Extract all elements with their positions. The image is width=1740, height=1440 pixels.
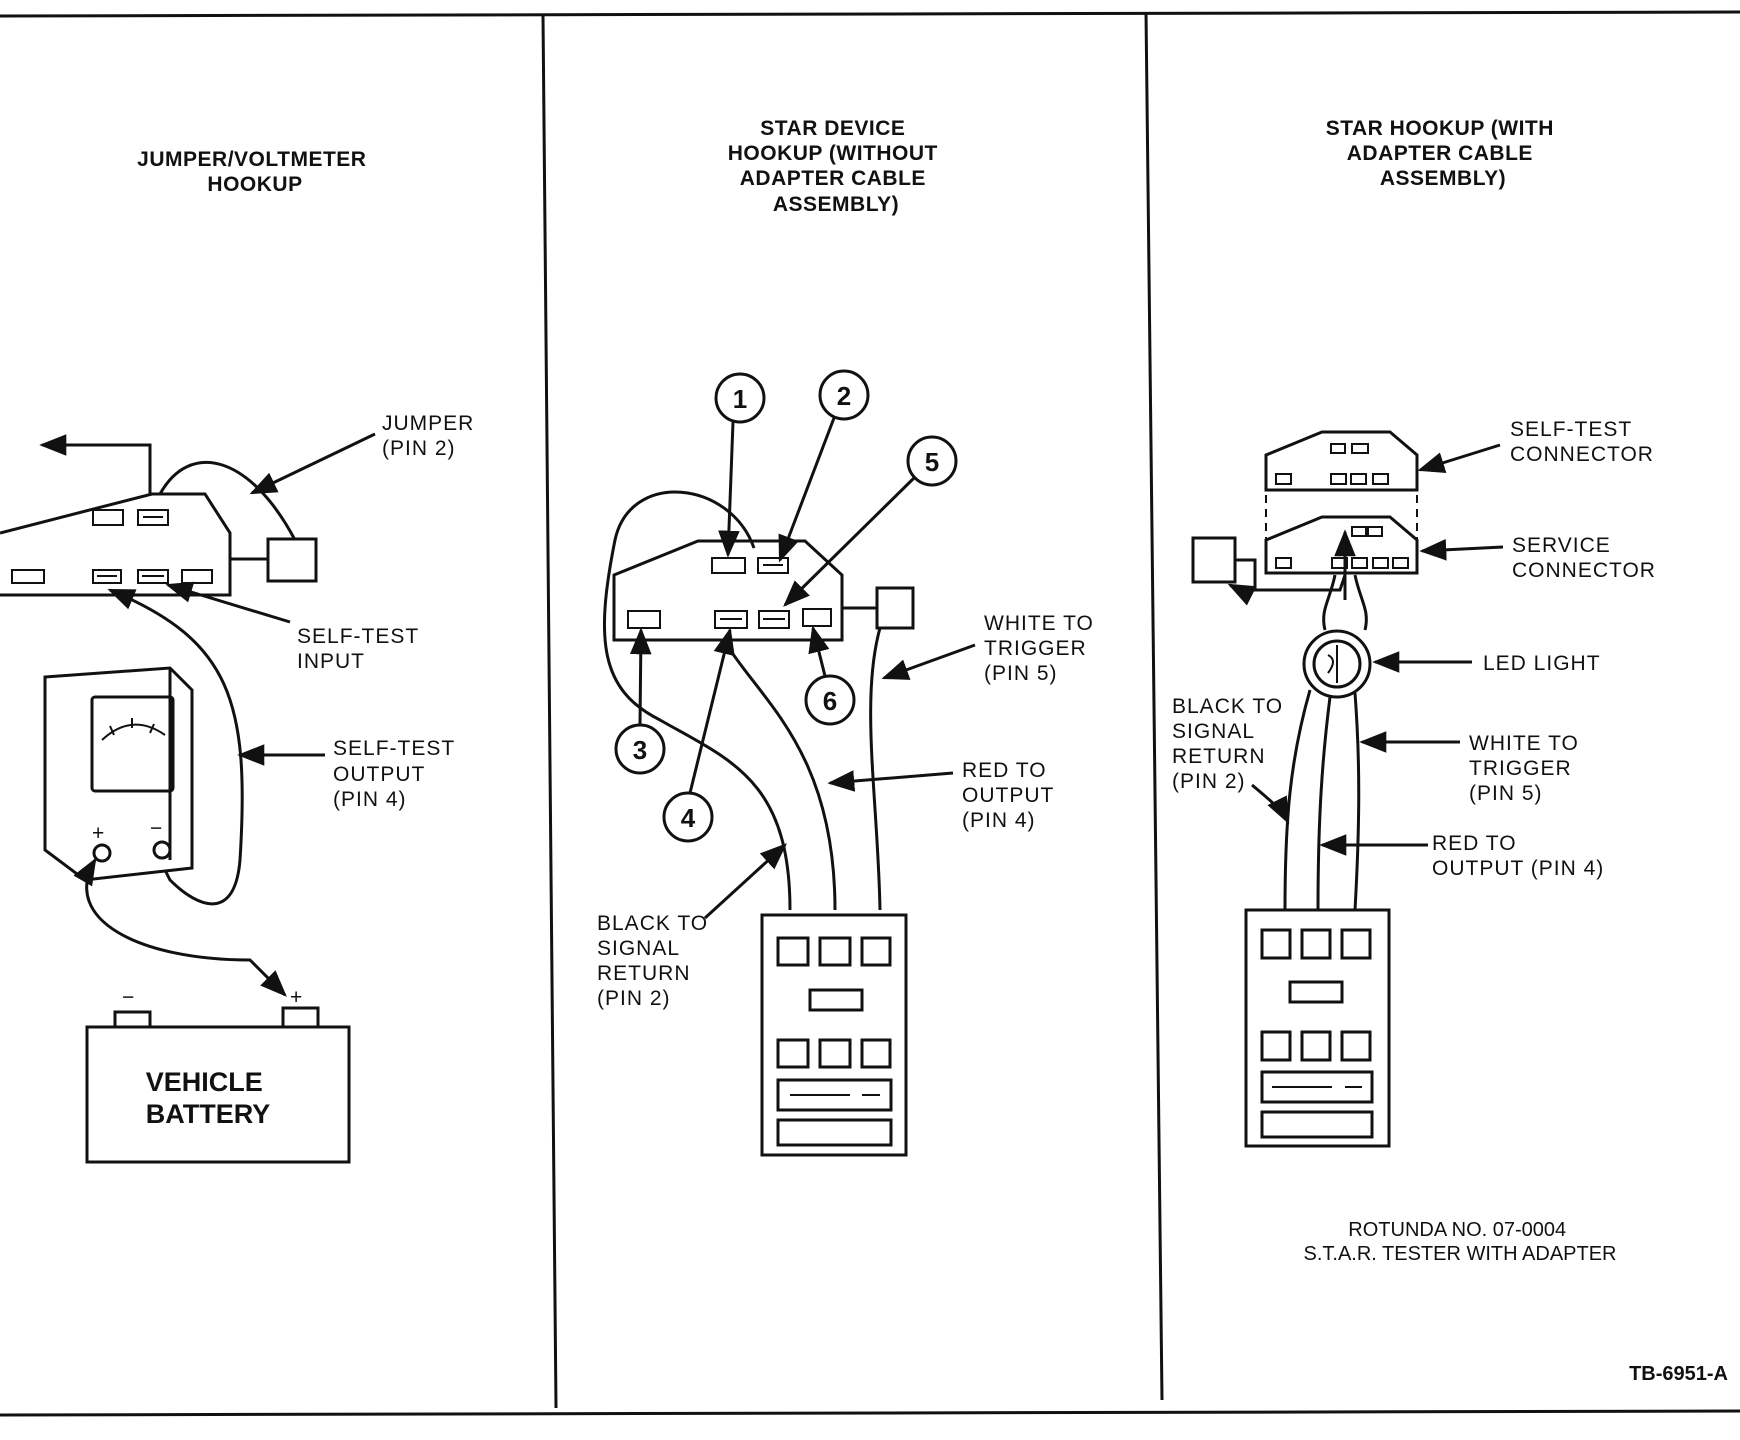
led-light: [1302, 629, 1372, 699]
jumper-box: [266, 537, 318, 583]
callout-3: 3: [614, 627, 666, 775]
right-white-trigger-label: WHITE TO TRIGGER (PIN 5): [1469, 732, 1586, 805]
callout-5: 5: [783, 435, 958, 607]
led-light-label: LED LIGHT: [1483, 652, 1601, 675]
star-connector: [612, 539, 844, 642]
svg-text:5: 5: [925, 447, 939, 477]
battery-plus: +: [290, 986, 303, 1009]
left-panel-title: JUMPER/VOLTMETER HOOKUP: [137, 148, 373, 196]
right-star-tester: [1244, 908, 1391, 1148]
self-test-connector-label: SELF-TEST CONNECTOR: [1510, 418, 1654, 466]
vehicle-battery: − + VEHICLE BATTERY: [85, 986, 351, 1164]
voltmeter-plus: +: [92, 822, 105, 845]
self-test-output-label: SELF-TEST OUTPUT (PIN 4): [333, 737, 462, 811]
left-panel: JUMPER/VOLTMETER HOOKUP JUMPER (PIN 2) S…: [0, 148, 481, 1164]
middle-panel-title: STAR DEVICE HOOKUP (WITHOUT ADAPTER CABL…: [728, 117, 944, 216]
right-panel-title: STAR HOOKUP (WITH ADAPTER CABLE ASSEMBLY…: [1326, 117, 1561, 190]
callout-1: 1: [714, 372, 766, 558]
svg-text:6: 6: [823, 686, 837, 716]
svg-text:1: 1: [733, 384, 747, 414]
battery-label: VEHICLE BATTERY: [146, 1067, 271, 1129]
figure-id: TB-6951-A: [1629, 1363, 1728, 1385]
right-panel: STAR HOOKUP (WITH ADAPTER CABLE ASSEMBLY…: [1172, 117, 1656, 1265]
self-test-input-label: SELF-TEST INPUT: [297, 625, 426, 673]
svg-text:2: 2: [837, 381, 851, 411]
right-service-connector: [1264, 515, 1419, 575]
svg-text:3: 3: [633, 735, 647, 765]
voltmeter: + −: [43, 666, 194, 882]
callout-6: 6: [804, 625, 856, 726]
red-output-label: RED TO OUTPUT (PIN 4): [962, 759, 1061, 832]
right-self-test-connector: [1264, 430, 1419, 492]
service-connector-label: SERVICE CONNECTOR: [1512, 534, 1656, 582]
right-red-output-label: RED TO OUTPUT (PIN 4): [1432, 832, 1604, 880]
svg-text:4: 4: [681, 803, 696, 833]
middle-panel: STAR DEVICE HOOKUP (WITHOUT ADAPTER CABL…: [597, 117, 1101, 1157]
callout-4: 4: [662, 627, 735, 843]
white-trigger-label: WHITE TO TRIGGER (PIN 5): [984, 612, 1101, 685]
jumper-label: JUMPER (PIN 2): [382, 412, 481, 460]
battery-minus: −: [122, 986, 135, 1009]
voltmeter-minus: −: [150, 817, 163, 840]
callout-2: 2: [778, 369, 870, 563]
rotunda-footer: ROTUNDA NO. 07-0004 S.T.A.R. TESTER WITH…: [1303, 1219, 1616, 1265]
panel-frame: [0, 10, 1740, 1417]
black-signal-return-label: BLACK TO SIGNAL RETURN (PIN 2): [597, 912, 715, 1010]
star-tester: [760, 913, 908, 1157]
right-black-signal-return-label: BLACK TO SIGNAL RETURN (PIN 2): [1172, 695, 1290, 793]
